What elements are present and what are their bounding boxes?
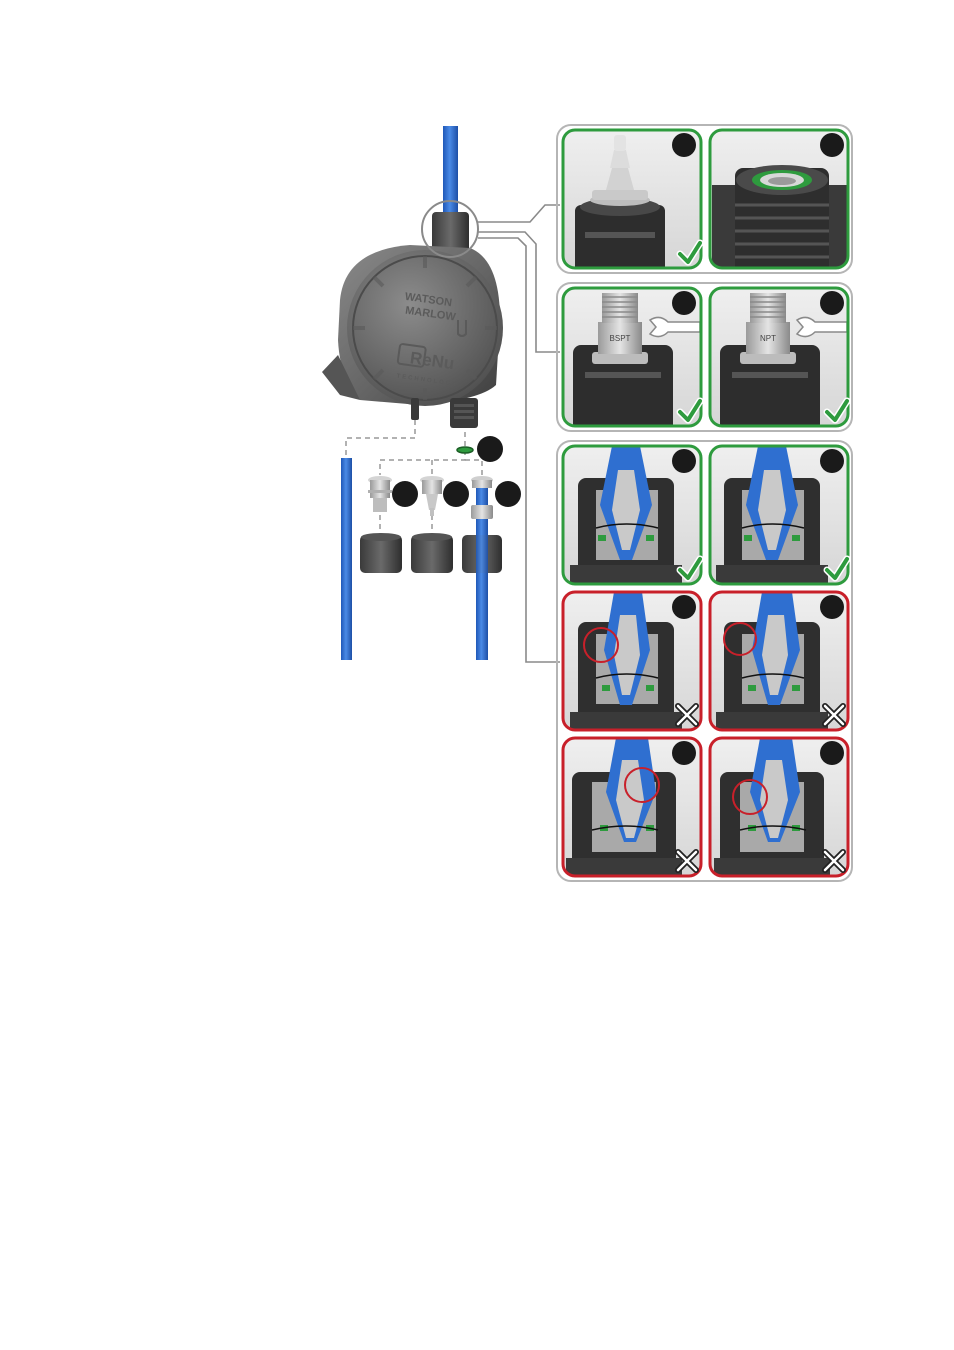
callout-badge xyxy=(672,133,696,157)
panel-group-frame xyxy=(556,124,853,274)
fitting-nut-a xyxy=(360,533,402,573)
panel-group-frame xyxy=(556,282,853,432)
hose-barb-adaptor xyxy=(420,476,444,516)
x-mark-icon xyxy=(822,703,846,727)
wrench-icon xyxy=(648,316,701,338)
exploded-guides xyxy=(345,420,483,535)
drain-port xyxy=(411,398,419,420)
callout-badge xyxy=(672,595,696,619)
fault-highlight-ring xyxy=(732,779,768,815)
callout-badge xyxy=(392,481,418,507)
fitting-nut-c xyxy=(462,535,502,573)
check-icon xyxy=(823,397,851,424)
detail-panel-3: BSPT xyxy=(561,286,703,428)
check-icon xyxy=(676,397,704,424)
callout-badge xyxy=(672,291,696,315)
detail-panel-1 xyxy=(561,128,703,270)
check-marks xyxy=(676,239,851,582)
panel-badges xyxy=(672,133,844,765)
x-marks xyxy=(675,703,846,873)
suction-tube xyxy=(341,458,352,660)
pump-housing: WATSON MARLOW ReNu TECHNOLOGY xyxy=(322,245,503,406)
check-icon xyxy=(676,555,704,582)
detail-panel-6 xyxy=(708,444,850,586)
detail-panel-9 xyxy=(561,736,703,878)
detail-panel-5 xyxy=(561,444,703,586)
detail-panel-4: NPT xyxy=(708,286,850,428)
callout-leader-lines xyxy=(478,204,560,663)
connector-options xyxy=(360,476,502,660)
callout-badge xyxy=(443,481,469,507)
callout-badge xyxy=(820,133,844,157)
detail-panel-7 xyxy=(561,590,703,732)
pump-face xyxy=(347,250,503,406)
top-fitting-nut xyxy=(432,212,469,252)
x-mark-icon xyxy=(675,703,699,727)
fitting-nut-b xyxy=(411,533,453,573)
fault-highlight-ring xyxy=(723,622,757,656)
thread-label-bspt: BSPT xyxy=(610,334,631,343)
fault-highlight-ring xyxy=(624,767,660,803)
callout-badge xyxy=(495,481,521,507)
fault-highlight-ring xyxy=(583,627,619,663)
wrench-icon xyxy=(795,316,848,338)
callout-badge xyxy=(820,449,844,473)
threaded-adaptor xyxy=(368,476,392,512)
detail-panel-8 xyxy=(708,590,850,732)
callout-badge xyxy=(820,291,844,315)
check-icon xyxy=(676,239,704,266)
detail-panel-10 xyxy=(708,736,850,878)
discharge-tube xyxy=(443,126,458,236)
callout-badge xyxy=(820,741,844,765)
callout-badge xyxy=(672,449,696,473)
callout-badge xyxy=(820,595,844,619)
callout-badge xyxy=(477,436,503,462)
check-icon xyxy=(823,555,851,582)
panel-group-frame xyxy=(556,440,853,882)
thread-label-npt: NPT xyxy=(760,334,776,343)
x-mark-icon xyxy=(675,849,699,873)
detail-panel-2 xyxy=(708,128,850,270)
pump-assembly: WATSON MARLOW ReNu TECHNOLOGY xyxy=(322,126,503,428)
sealing-washer xyxy=(456,446,474,454)
zoom-callout-ring xyxy=(421,200,479,258)
callout-badge xyxy=(672,741,696,765)
x-mark-icon xyxy=(822,849,846,873)
